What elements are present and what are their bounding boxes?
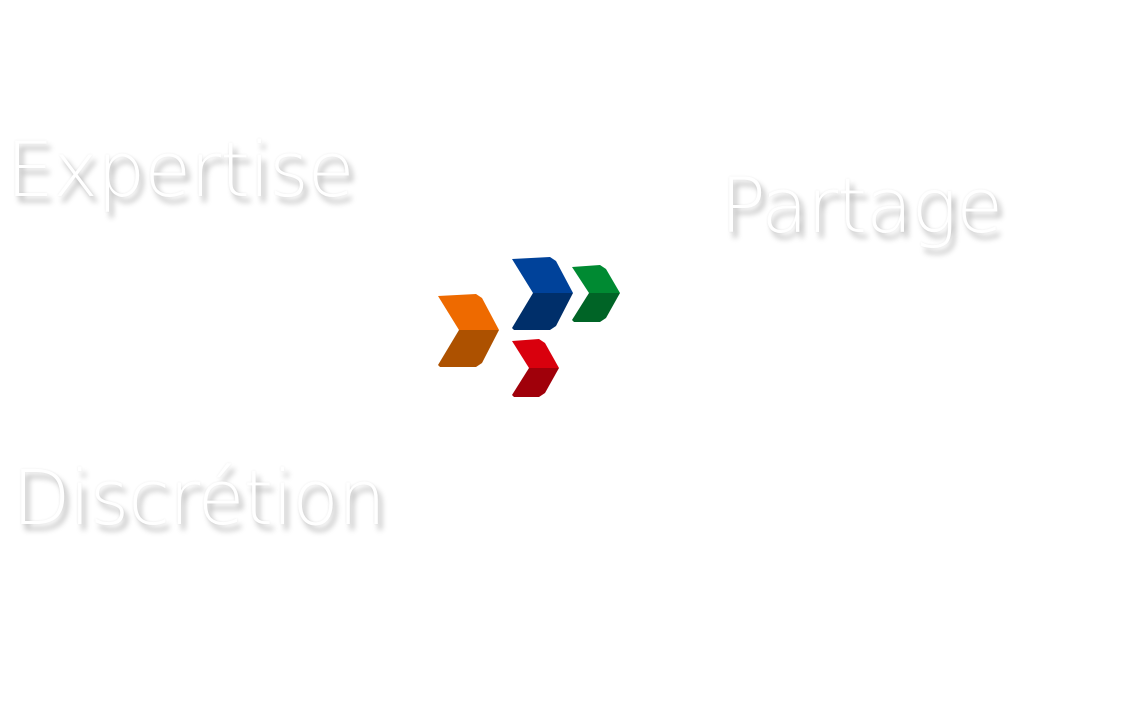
orange-chevron: [438, 294, 499, 367]
word-discretion: Discrétion: [12, 453, 386, 542]
word-expertise: Expertise: [6, 125, 355, 214]
red-chevron: [512, 339, 559, 397]
blue-bottom: [512, 293, 573, 330]
red-bottom: [512, 368, 559, 397]
blue-chevron: [512, 257, 573, 330]
green-top: [572, 265, 620, 293]
orange-top: [438, 294, 499, 330]
green-chevron: [572, 265, 620, 322]
blue-top: [512, 257, 573, 293]
orange-bottom: [438, 330, 499, 367]
word-partage: Partage: [720, 161, 1003, 250]
green-bottom: [572, 293, 620, 322]
red-top: [512, 339, 559, 368]
